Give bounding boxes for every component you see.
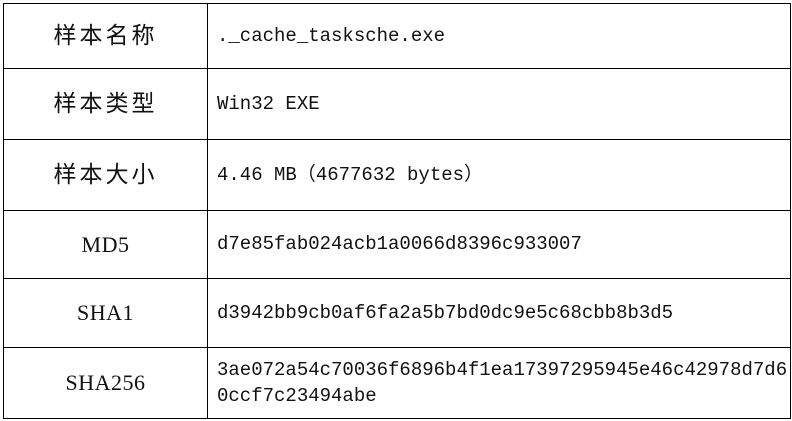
row-label-sample-size: 样本大小 [3,139,208,211]
row-label-md5: MD5 [3,210,208,279]
label-text: SHA1 [76,300,134,325]
label-text: SHA256 [65,370,146,395]
value-text: d3942bb9cb0af6fa2a5b7bd0dc9e5c68cbb8b3d5 [217,301,674,324]
row-value-sha256: 3ae072a54c70036f6896b4f1ea17397295945e46… [207,347,791,419]
table-row: SHA1 d3942bb9cb0af6fa2a5b7bd0dc9e5c68cbb… [3,278,791,348]
table-row: SHA256 3ae072a54c70036f6896b4f1ea1739729… [3,347,791,419]
row-value-sample-size: 4.46 MB（4677632 bytes） [207,139,791,211]
label-text: 样本类型 [53,91,158,116]
value-text: 4.46 MB（4677632 bytes） [217,163,484,186]
row-value-sha1: d3942bb9cb0af6fa2a5b7bd0dc9e5c68cbb8b3d5 [207,278,791,348]
table-row: 样本名称 ._cache_tasksche.exe [3,3,791,69]
table-row: 样本大小 4.46 MB（4677632 bytes） [3,139,791,211]
table-row: MD5 d7e85fab024acb1a0066d8396c933007 [3,210,791,279]
row-value-sample-name: ._cache_tasksche.exe [207,3,791,69]
row-label-sha1: SHA1 [3,278,208,348]
row-value-sample-type: Win32 EXE [207,68,791,140]
row-label-sample-type: 样本类型 [3,68,208,140]
value-text: d7e85fab024acb1a0066d8396c933007 [217,233,582,255]
row-label-sample-name: 样本名称 [3,3,208,69]
label-text: MD5 [81,231,130,257]
label-text: 样本名称 [53,23,158,48]
row-label-sha256: SHA256 [3,347,208,419]
label-text: 样本大小 [53,162,158,187]
row-value-md5: d7e85fab024acb1a0066d8396c933007 [207,210,791,279]
value-text: 3ae072a54c70036f6896b4f1ea17397295945e46… [217,359,788,407]
table-row: 样本类型 Win32 EXE [3,68,791,140]
value-text: ._cache_tasksche.exe [217,24,446,47]
value-text: Win32 EXE [217,92,320,115]
sample-info-table: 样本名称 ._cache_tasksche.exe 样本类型 Win32 EXE… [3,3,791,419]
